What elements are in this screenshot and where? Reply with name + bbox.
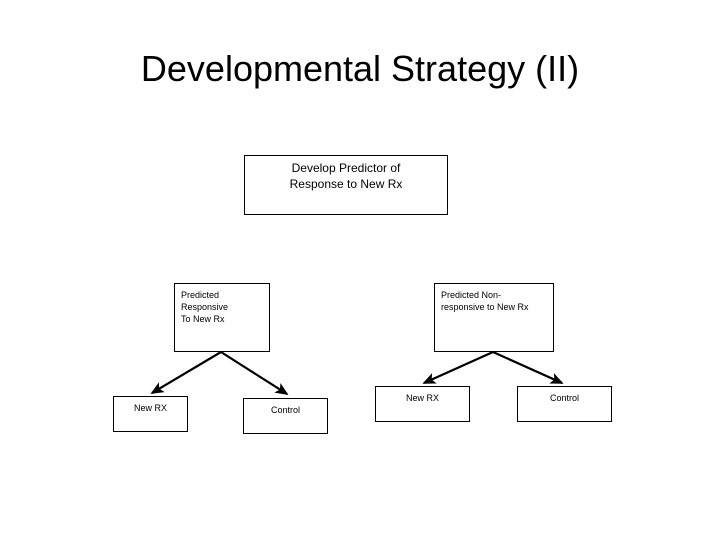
node-newrx-responsive-arm-label: New RX bbox=[133, 403, 167, 413]
node-predicted-nonresponsive-label: Predicted Non- responsive to New Rx bbox=[441, 290, 529, 312]
node-develop-predictor-label: Develop Predictor of Response to New Rx bbox=[289, 161, 403, 191]
node-control-nonresponsive-arm[interactable]: Control bbox=[517, 386, 612, 422]
node-predicted-nonresponsive[interactable]: Predicted Non- responsive to New Rx bbox=[434, 283, 554, 352]
node-control-responsive-arm-label: Control bbox=[270, 405, 300, 415]
node-newrx-responsive-arm[interactable]: New RX bbox=[113, 396, 188, 432]
node-predicted-responsive[interactable]: Predicted Responsive To New Rx bbox=[174, 283, 270, 352]
page-title: Developmental Strategy (II) bbox=[140, 48, 580, 89]
node-control-nonresponsive-arm-label: Control bbox=[549, 393, 579, 403]
connector-responsive-to-control bbox=[220, 351, 289, 395]
node-control-responsive-arm[interactable]: Control bbox=[243, 398, 328, 434]
connector-responsive-to-newrx bbox=[150, 351, 222, 394]
connector-nonresponsive-to-newrx bbox=[422, 350, 494, 385]
node-newrx-nonresponsive-arm-label: New RX bbox=[405, 393, 439, 403]
connector-nonresponsive-to-control bbox=[492, 350, 564, 385]
node-newrx-nonresponsive-arm[interactable]: New RX bbox=[375, 386, 470, 422]
node-develop-predictor[interactable]: Develop Predictor of Response to New Rx bbox=[244, 155, 448, 215]
node-predicted-responsive-label: Predicted Responsive To New Rx bbox=[181, 290, 229, 324]
